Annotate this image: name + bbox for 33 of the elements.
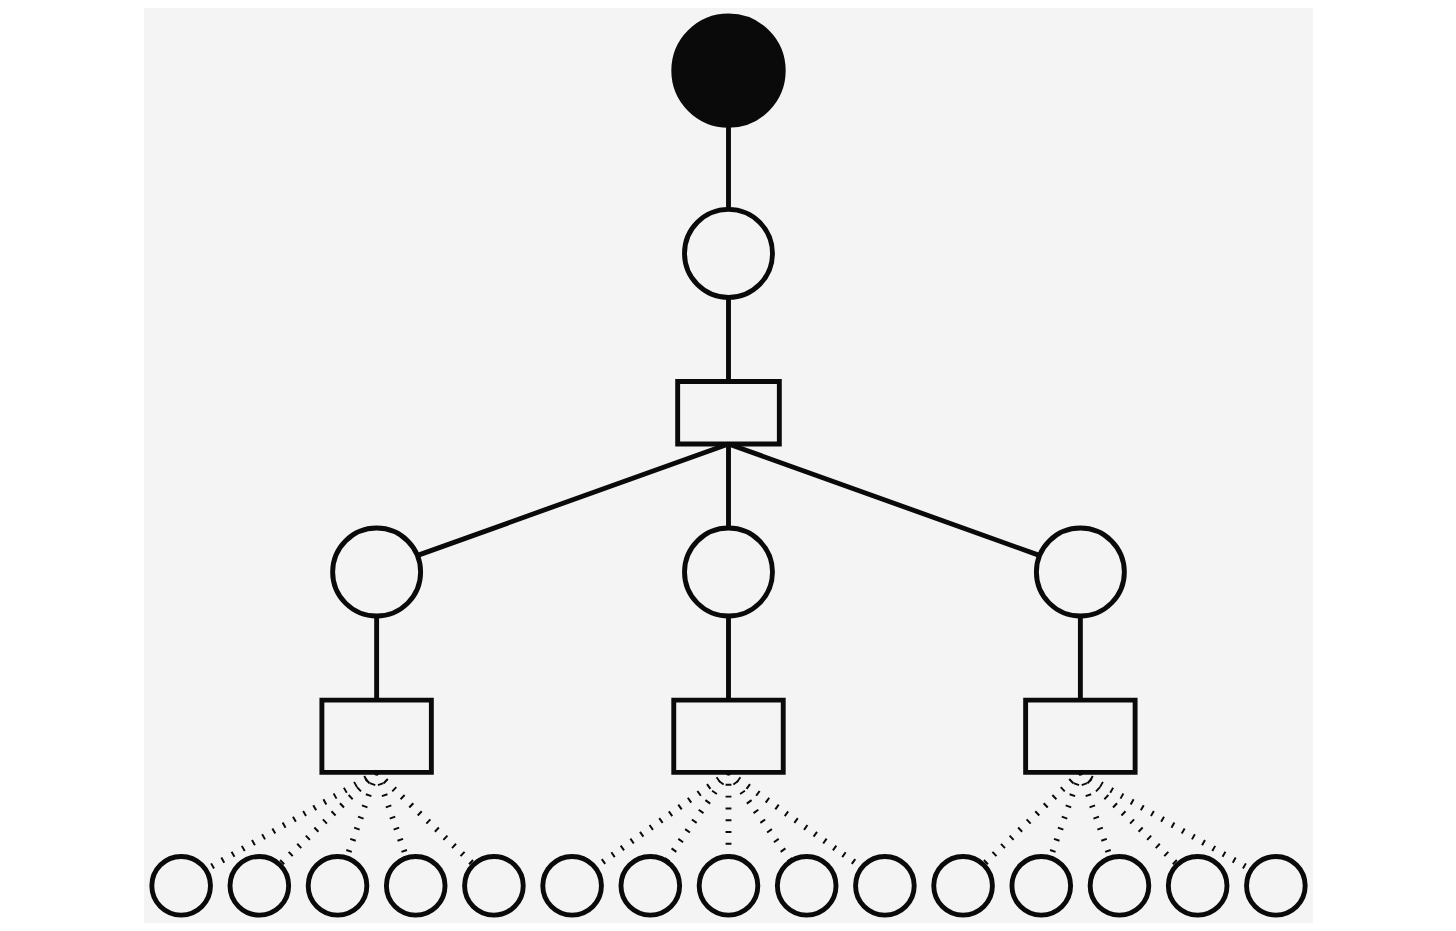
connector <box>416 441 729 558</box>
node-circle <box>383 854 447 918</box>
connector <box>725 444 731 528</box>
node-circle <box>670 13 786 128</box>
node-circle <box>618 854 682 918</box>
connector <box>1077 616 1083 700</box>
node-circle <box>1087 854 1151 918</box>
connector <box>725 297 731 381</box>
connector <box>727 441 1040 558</box>
node-circle <box>681 525 775 619</box>
node-circle <box>305 854 369 918</box>
node-box <box>674 379 782 447</box>
node-circle <box>461 854 526 918</box>
node-circle <box>329 525 423 619</box>
connector <box>725 126 731 210</box>
node-box <box>318 697 434 775</box>
node-circle <box>681 206 775 300</box>
node-box <box>1022 697 1138 775</box>
node-circle <box>1243 854 1308 918</box>
connector <box>725 772 731 857</box>
node-circle <box>774 854 838 918</box>
connector <box>373 616 379 700</box>
node-circle <box>1033 525 1127 619</box>
node-circle <box>1009 854 1073 918</box>
connector <box>725 616 731 700</box>
node-circle <box>227 854 291 918</box>
node-circle <box>852 854 917 918</box>
node-circle <box>1165 854 1229 918</box>
node-box <box>670 697 786 775</box>
node-circle <box>539 854 604 918</box>
node-circle <box>148 854 213 918</box>
node-circle <box>696 854 760 918</box>
node-circle <box>930 854 995 918</box>
